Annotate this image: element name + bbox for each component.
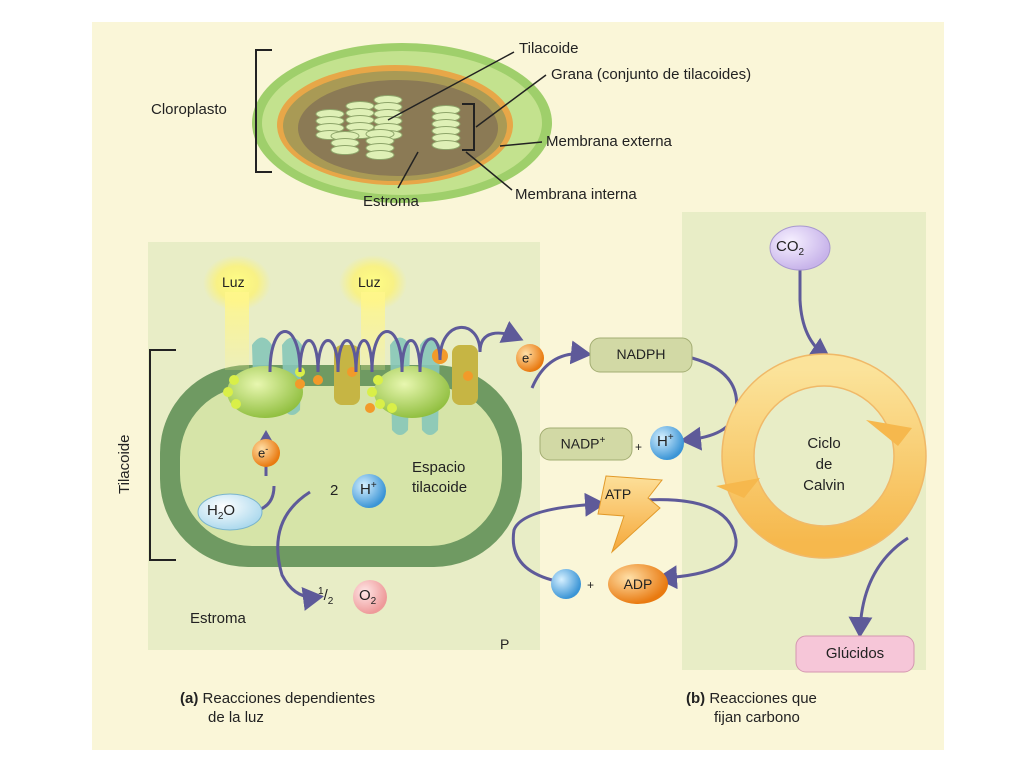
water-subscript: 2: [217, 511, 224, 522]
grana-stacks: [315, 95, 461, 160]
caption-a-line1: Reacciones dependientes: [202, 690, 376, 707]
calvin-line3: Calvin: [803, 477, 845, 494]
proton-h: H: [360, 481, 371, 498]
oxygen-label: O2: [359, 587, 376, 607]
caption-b-line2: fijan carbono: [714, 709, 800, 726]
electron-out-charge: -: [529, 349, 533, 359]
protons-coefficient: 2: [330, 482, 339, 499]
caption-b: (b) Reacciones que fijan carbono: [686, 689, 817, 727]
stroma-label: Estroma: [190, 610, 246, 627]
chloroplast-illustration: [252, 43, 552, 203]
thylakoid-space-line2: tilacoide: [412, 479, 468, 496]
oxygen-o: O: [359, 587, 371, 604]
electron-out-label: e-: [522, 349, 532, 365]
grana-bracket: [462, 103, 475, 151]
water-h: H: [207, 502, 218, 519]
electron-out-symbol: e: [522, 350, 530, 366]
sugars-label: Glúcidos: [825, 645, 885, 662]
calvin-line2: de: [815, 456, 833, 473]
granum-disc: [431, 140, 461, 150]
calvin-cycle-ring: [716, 353, 927, 559]
callout-thylakoid: Tilacoide: [519, 40, 579, 57]
oxygen-coef-den: 2: [327, 596, 334, 607]
atp-bolt: [597, 475, 663, 554]
co2-subscript: 2: [798, 247, 805, 258]
calvin-line1: Ciclo: [807, 435, 841, 452]
water-label: H2O: [207, 502, 235, 522]
nadph-label: NADPH: [616, 346, 666, 362]
callout-outer-membrane: Membrana externa: [546, 133, 672, 150]
thylakoid-space-label: Espacio tilacoide: [412, 458, 467, 498]
chloroplast-bracket: [255, 49, 272, 173]
caption-b-tag: (b): [686, 690, 706, 707]
co2-label: CO2: [776, 238, 804, 258]
nadp-box: [539, 427, 633, 461]
oxygen-coefficient: 1/2: [318, 586, 334, 607]
molecule-balls: [197, 225, 831, 614]
electron-transport-path: [268, 320, 524, 373]
callout-inner-membrane: Membrana interna: [515, 186, 637, 203]
nadp-text: NADP: [560, 435, 600, 452]
caption-a-line2: de la luz: [208, 709, 264, 726]
nadp-label: NADP+: [540, 435, 626, 452]
thylakoid-bracket-label: Tilacoide: [116, 434, 133, 494]
sugars-box: [795, 635, 915, 673]
callout-lines: [387, 51, 547, 191]
electron-label: e-: [258, 444, 268, 460]
plus-sign-2: +: [587, 578, 595, 592]
caption-a: (a) Reacciones dependientes de la luz: [180, 689, 375, 727]
caption-b-line1: Reacciones que: [709, 690, 817, 707]
h-text: H: [657, 433, 668, 450]
electron-charge: -: [265, 444, 269, 454]
light-label-2: Luz: [358, 274, 381, 290]
membrane-proteins: [223, 337, 478, 435]
adp-pill: [608, 564, 668, 604]
callout-grana: Grana (conjunto de tilacoides): [551, 66, 752, 83]
granum-disc: [330, 145, 360, 155]
caption-a-tag: (a): [180, 690, 199, 707]
callout-stroma: Estroma: [363, 193, 419, 210]
light-label-1: Luz: [222, 274, 245, 290]
corner-letter: P: [500, 636, 510, 652]
chloroplast-label: Cloroplasto: [151, 101, 227, 118]
thylakoid-bracket: [149, 349, 176, 561]
oxygen-subscript: 2: [370, 596, 377, 607]
h-charge: +: [667, 432, 674, 443]
nadp-charge: +: [599, 435, 606, 446]
adp-label: ADP: [623, 576, 653, 592]
light-beams: [203, 255, 407, 370]
atp-label: ATP: [605, 486, 632, 502]
nadph-box: [589, 337, 693, 373]
water-o: O: [223, 502, 236, 519]
co2-text: CO: [776, 238, 799, 255]
granum-disc: [365, 150, 395, 160]
proton-charge: +: [370, 480, 377, 491]
electron-symbol: e: [258, 445, 266, 461]
plus-sign-1: +: [635, 440, 643, 454]
oxygen-coef-num: 1: [318, 586, 324, 597]
thylakoid-space-line1: Espacio: [412, 459, 466, 476]
h-label: H+: [657, 432, 674, 450]
proton-label: H+: [360, 480, 377, 498]
